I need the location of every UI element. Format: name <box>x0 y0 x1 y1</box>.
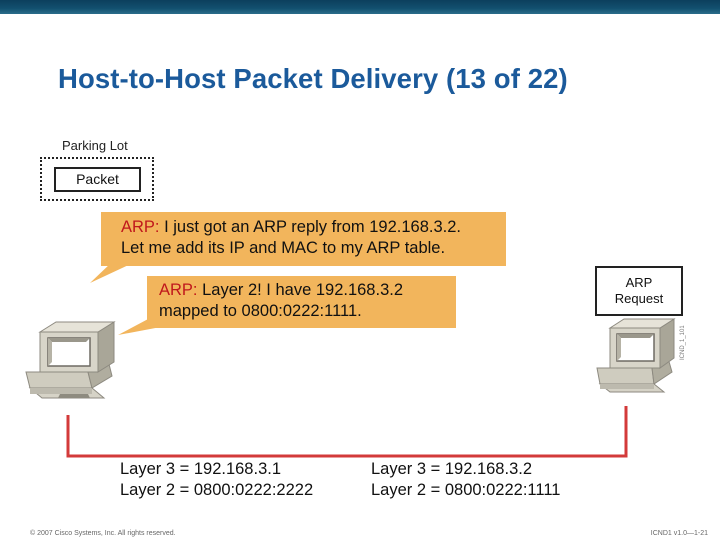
footer-course: ICND1 v1.0—1-21 <box>650 530 708 537</box>
right-layer2: Layer 2 = 0800:0222:1111 <box>371 481 561 499</box>
arp-request-line2: Request <box>614 291 664 306</box>
arp-reply-line1: ARP: I just got an ARP reply from 192.16… <box>121 218 461 236</box>
parking-lot-box <box>40 157 154 201</box>
footer-copyright: © 2007 Cisco Systems, Inc. All rights re… <box>30 530 176 537</box>
right-host-addresses: Layer 3 = 192.168.3.2 Layer 2 = 0800:022… <box>371 459 560 501</box>
bubble-top-tail <box>90 262 135 283</box>
figure-id: ICND_1_101 <box>680 325 686 360</box>
left-computer-icon <box>25 321 116 399</box>
top-banner <box>0 0 720 14</box>
right-computer-icon <box>596 318 676 393</box>
network-link <box>66 406 628 458</box>
packet-box: Packet <box>54 167 141 192</box>
arp-layer2-line2: mapped to 0800:0222:1111. <box>159 302 362 320</box>
arp-request-box: ARP Request <box>595 266 683 316</box>
arp-reply-callout: ARP: I just got an ARP reply from 192.16… <box>101 212 506 266</box>
arp-request-line1: ARP <box>625 275 653 290</box>
arp-reply-line2: Let me add its IP and MAC to my ARP tabl… <box>121 239 446 257</box>
arp-layer2-line1: ARP: Layer 2! I have 192.168.3.2 <box>159 281 404 299</box>
page-title: Host-to-Host Packet Delivery (13 of 22) <box>58 63 568 94</box>
right-layer3: Layer 3 = 192.168.3.2 <box>371 460 533 478</box>
arp-keyword: ARP: <box>159 281 198 299</box>
arp-layer2-callout: ARP: Layer 2! I have 192.168.3.2 mapped … <box>147 276 456 328</box>
left-layer3: Layer 3 = 192.168.3.1 <box>120 460 282 478</box>
left-layer2: Layer 2 = 0800:0222:2222 <box>120 481 314 499</box>
arp-keyword: ARP: <box>121 218 160 236</box>
parking-lot-label: Parking Lot <box>62 138 128 153</box>
left-host-addresses: Layer 3 = 192.168.3.1 Layer 2 = 0800:022… <box>120 459 313 501</box>
